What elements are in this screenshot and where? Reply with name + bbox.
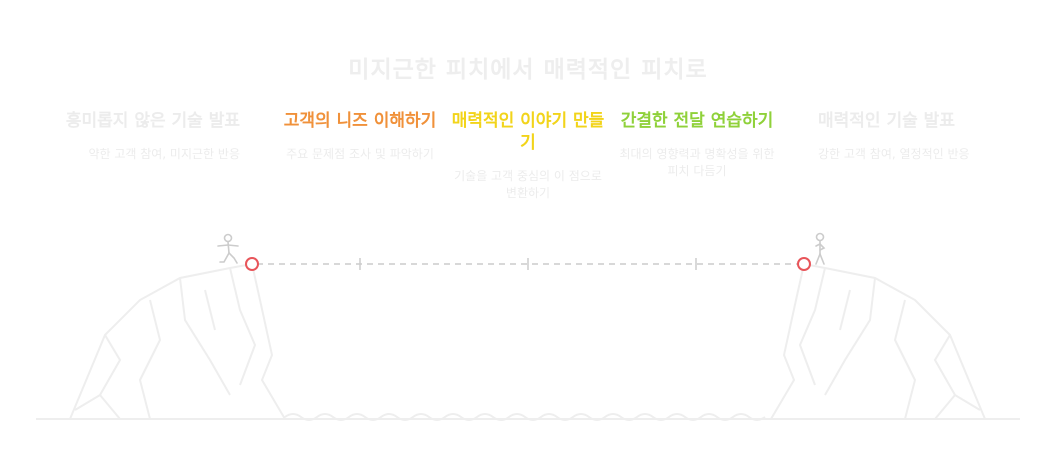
- step-1: 고객의 니즈 이해하기 주요 문제점 조사 및 파악하기: [280, 110, 440, 163]
- start-state: 흥미롭지 않은 기술 발표 약한 고객 참여, 미지근한 반응: [60, 110, 240, 163]
- standing-figure-icon: [815, 232, 826, 265]
- step-3-title: 간결한 전달 연습하기: [620, 111, 774, 131]
- step-1-desc: 주요 문제점 조사 및 파악하기: [286, 147, 434, 161]
- step-2-desc: 기술을 고객 중심의 이 점으로 변환하기: [454, 169, 602, 200]
- right-cliff: [770, 262, 986, 420]
- walker-figure-icon: [217, 233, 239, 264]
- water-waves: [284, 413, 766, 421]
- step-1-title: 고객의 니즈 이해하기: [283, 111, 437, 131]
- end-state-desc: 강한 고객 참여, 열정적인 반응: [818, 147, 970, 161]
- step-2-title: 매력적인 이야기 만들기: [451, 111, 605, 153]
- diagram-title: 미지근한 피치에서 매력적인 피치로: [348, 57, 708, 83]
- start-point: [245, 257, 259, 271]
- end-state: 매력적인 기술 발표 강한 고객 참여, 열정적인 반응: [818, 110, 998, 163]
- end-state-title: 매력적인 기술 발표: [818, 111, 955, 131]
- end-point: [797, 257, 811, 271]
- left-cliff: [69, 262, 286, 420]
- start-state-desc: 약한 고객 참여, 미지근한 반응: [88, 147, 240, 161]
- start-state-title: 흥미롭지 않은 기술 발표: [65, 111, 240, 131]
- step-3: 간결한 전달 연습하기 최대의 영향력과 명확성을 위한 피치 다듬기: [617, 110, 777, 180]
- step-2: 매력적인 이야기 만들기 기술을 고객 중심의 이 점으로 변환하기: [448, 110, 608, 202]
- step-3-desc: 최대의 영향력과 명확성을 위한 피치 다듬기: [619, 147, 775, 178]
